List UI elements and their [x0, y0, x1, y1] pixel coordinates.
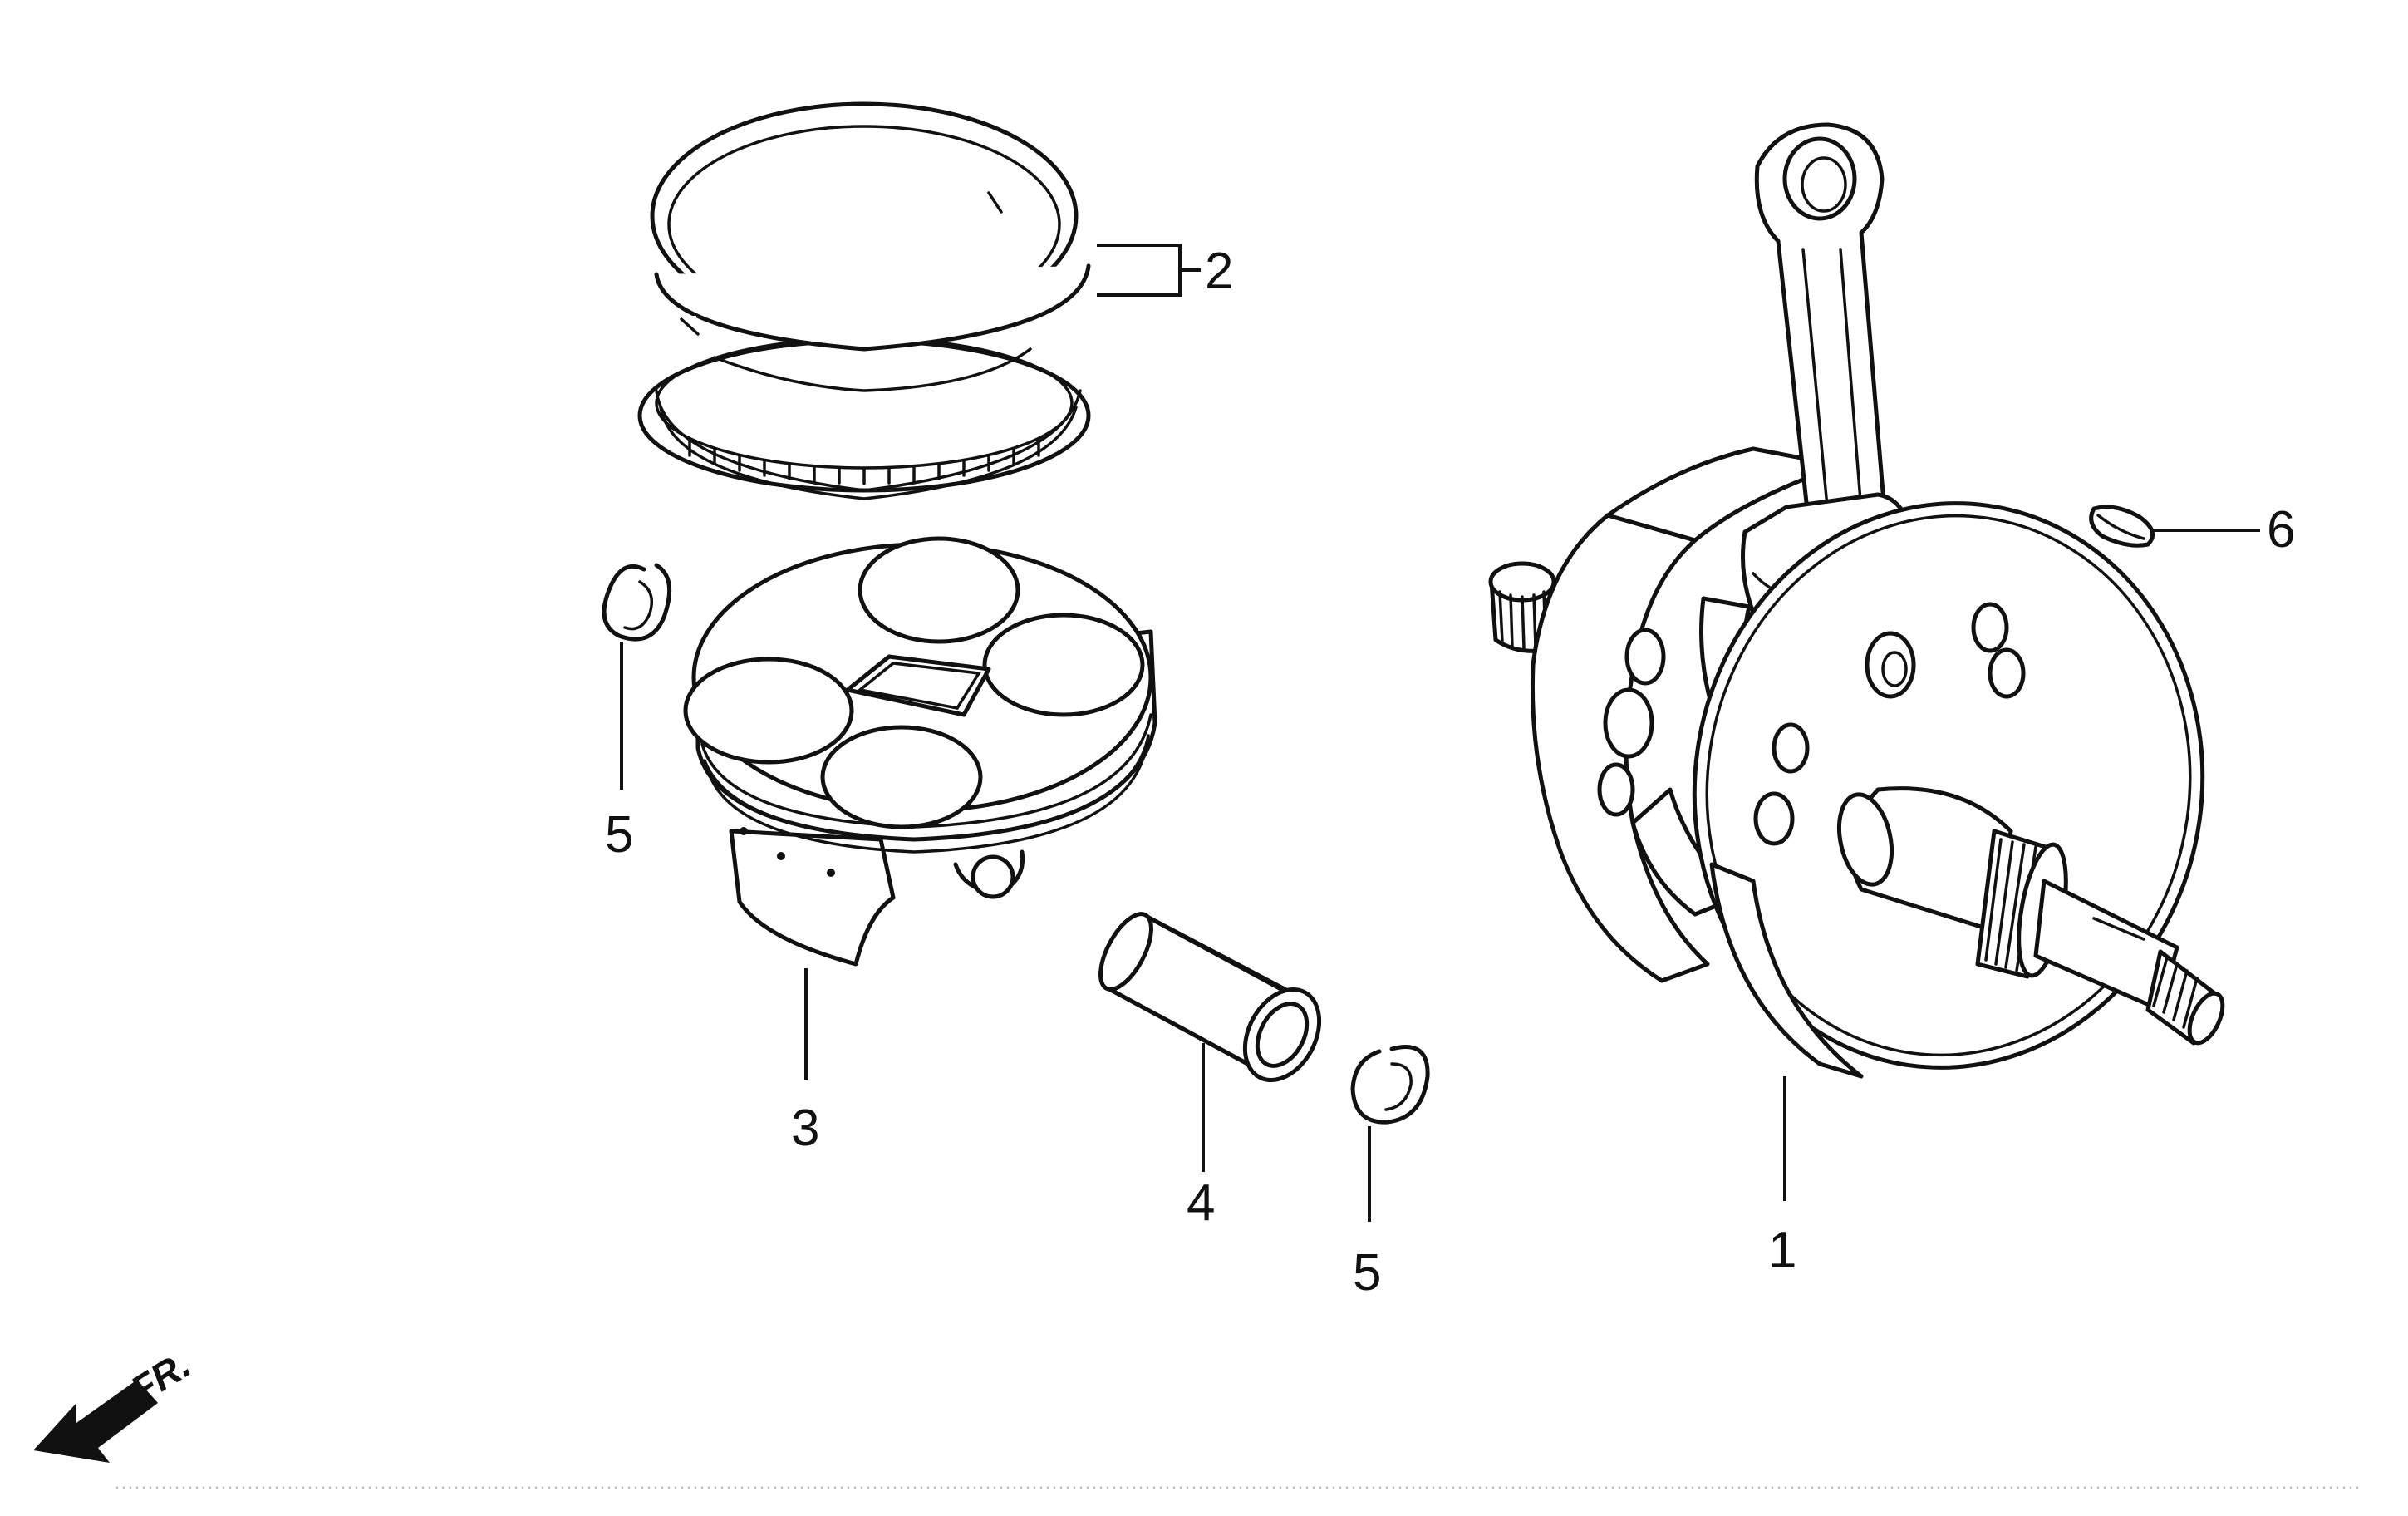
pin-clip-right: [1350, 1044, 1430, 1125]
piston: [683, 536, 1157, 967]
callout-number-3: 3: [791, 1100, 819, 1157]
callout-number-5-right: 5: [1353, 1244, 1381, 1302]
leader-2: [1097, 244, 1201, 297]
callout-number-2: 2: [1205, 243, 1233, 300]
callout-number-1: 1: [1768, 1222, 1796, 1279]
callout-number-5-left: 5: [605, 806, 633, 864]
piston-ring-set: [637, 101, 1091, 500]
callout-number-6: 6: [2267, 501, 2295, 559]
oil-ring-hatch: [688, 439, 1040, 485]
callout-number-4: 4: [1187, 1174, 1215, 1232]
woodruff-key: [2089, 505, 2155, 548]
crankshaft: [1488, 122, 2225, 1079]
front-arrow-icon: [33, 1380, 158, 1463]
piston-pin: [1098, 912, 1322, 1083]
pin-clip-left: [602, 563, 672, 642]
